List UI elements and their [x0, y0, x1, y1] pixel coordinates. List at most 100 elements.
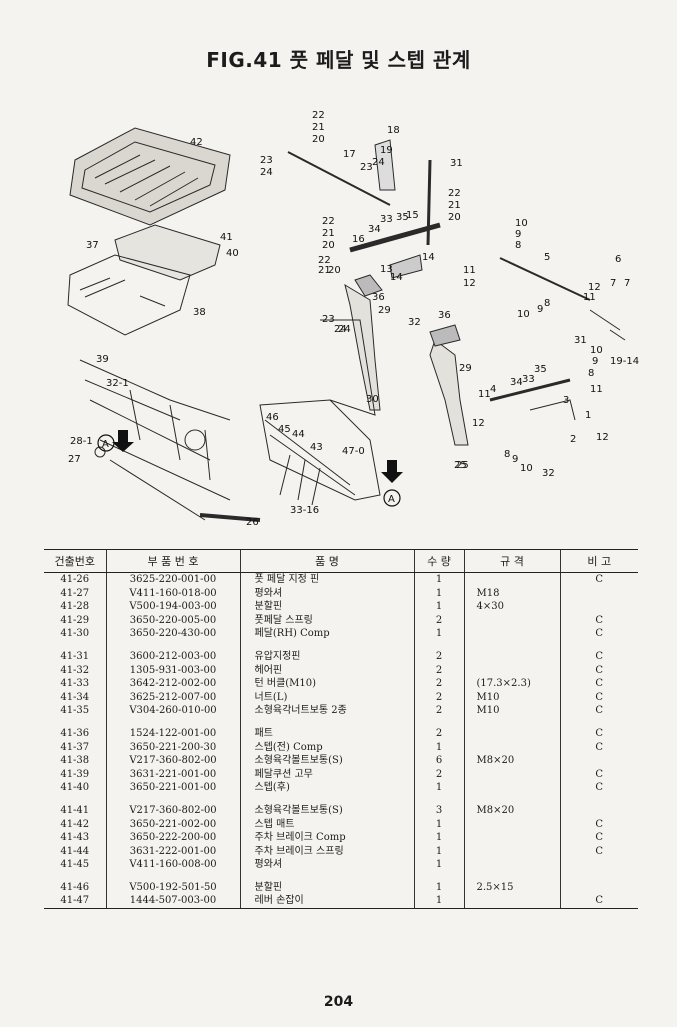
part-name-cell: 소형육각볼트보통(S): [239, 754, 414, 768]
item-number-cell: 41-39: [60, 768, 90, 780]
part-number-cell: V411-160-018-00: [105, 586, 240, 601]
part-name-cell: 주차 브레이크 Comp: [239, 831, 414, 845]
remark-cell: C: [559, 677, 638, 691]
quantity-cell: 1: [413, 844, 464, 859]
diagram-callout: 12: [596, 432, 609, 443]
item-number-cell: 41-37: [60, 741, 90, 753]
part-name-cell: 너트(L): [239, 690, 414, 705]
diagram-callout: 8: [504, 449, 510, 460]
quantity-cell: 2: [413, 690, 464, 705]
remark-cell: C: [559, 781, 638, 795]
diagram-callout: 9: [592, 356, 598, 367]
quantity-cell: 1: [413, 880, 464, 895]
part-name-cell: 페달쿠션 고무: [239, 767, 414, 782]
diagram-callout: 47-0: [342, 446, 365, 457]
diagram-callout: 43: [310, 442, 323, 453]
diagram-callout: 36: [438, 310, 451, 321]
diagram-callout: 39: [96, 354, 109, 365]
page-number: 204: [323, 994, 354, 1010]
diagram-callout: 10: [520, 463, 533, 474]
part-number-cell: 1524-122-001-00: [105, 726, 240, 741]
remark-cell: C: [559, 649, 638, 664]
diagram-callout: 23: [360, 162, 373, 173]
item-number-cell: 41-26: [60, 574, 90, 585]
remark-cell: C: [559, 844, 638, 859]
diagram-callout: 6: [615, 254, 621, 265]
item-number-cell: 41-45: [60, 859, 90, 871]
diagram-callout: 45: [278, 424, 291, 435]
part-number-cell: 3642-212-002-00: [105, 677, 240, 691]
part-name-cell: 분할핀: [239, 600, 414, 614]
diagram-callout: 32: [408, 317, 421, 328]
part-name-cell: 스텝 매트: [239, 817, 414, 832]
diagram-callout: 41: [220, 232, 233, 243]
diagram-callout: 29: [378, 305, 391, 316]
item-number-cell: 41-29: [60, 614, 90, 626]
diagram-callout: 2: [570, 434, 576, 445]
spec-cell: [463, 831, 560, 845]
item-number-cell: 41-46: [60, 881, 90, 893]
diagram-callout: 4: [490, 384, 496, 395]
item-number-cell: 41-47: [44, 894, 106, 910]
diagram-callout: 31: [450, 158, 463, 169]
item-number-cell: 41-44: [60, 845, 90, 857]
diagram-callout: 24: [334, 324, 347, 335]
part-name-cell: 헤어핀: [239, 663, 414, 678]
group-spacer: [44, 794, 638, 804]
item-number-cell: 41-42: [60, 818, 90, 830]
diagram-callout: 8: [588, 368, 594, 379]
diagram-callout: 22: [448, 188, 461, 199]
spec-cell: [463, 663, 560, 678]
item-number-cell: 41-35: [60, 705, 90, 717]
remark-cell: C: [559, 740, 638, 755]
part-name-cell: 레버 손잡이: [239, 894, 414, 910]
part-name-cell: 페달(RH) Comp: [239, 627, 414, 641]
diagram-callout: 11: [583, 292, 596, 303]
spec-cell: (17.3×2.3): [463, 677, 560, 691]
quantity-cell: 1: [413, 627, 464, 641]
group-spacer: [44, 640, 638, 650]
quantity-cell: 3: [413, 803, 464, 818]
diagram-callout: 10: [590, 345, 603, 356]
item-number-cell: 41-28: [60, 601, 90, 613]
item-number-cell: 41-38: [60, 755, 90, 767]
quantity-cell: 2: [413, 704, 464, 718]
diagram-callout: 34: [510, 377, 523, 388]
part-number-cell: V217-360-802-00: [105, 754, 240, 768]
column-header-part-number: 부 품 번 호: [105, 549, 240, 573]
diagram-callout: 14: [390, 272, 403, 283]
item-number-cell: 41-36: [60, 727, 90, 739]
quantity-cell: 1: [413, 894, 464, 910]
diagram-callout: 46: [266, 412, 279, 423]
part-number-cell: V217-360-802-00: [105, 803, 240, 818]
spec-cell: M8×20: [463, 754, 560, 768]
item-number-cell: 41-27: [60, 587, 90, 599]
part-number-cell: V500-194-003-00: [105, 600, 240, 614]
spec-cell: M18: [463, 586, 560, 601]
item-number-cell: 41-41: [60, 804, 90, 816]
part-number-cell: 1444-507-003-00: [105, 894, 240, 910]
diagram-callout: 32: [542, 468, 555, 479]
remark-cell: C: [559, 704, 638, 718]
spec-cell: [463, 613, 560, 628]
diagram-callout: 17: [343, 149, 356, 160]
part-number-cell: 3625-220-001-00: [105, 572, 240, 587]
diagram-callout: 36: [372, 292, 385, 303]
diagram-callout: 12: [588, 282, 601, 293]
item-number-cell: 41-33: [60, 678, 90, 690]
column-header-remarks: 비 고: [559, 549, 638, 573]
quantity-cell: 2: [413, 677, 464, 691]
part-number-cell: 3650-222-200-00: [105, 831, 240, 845]
